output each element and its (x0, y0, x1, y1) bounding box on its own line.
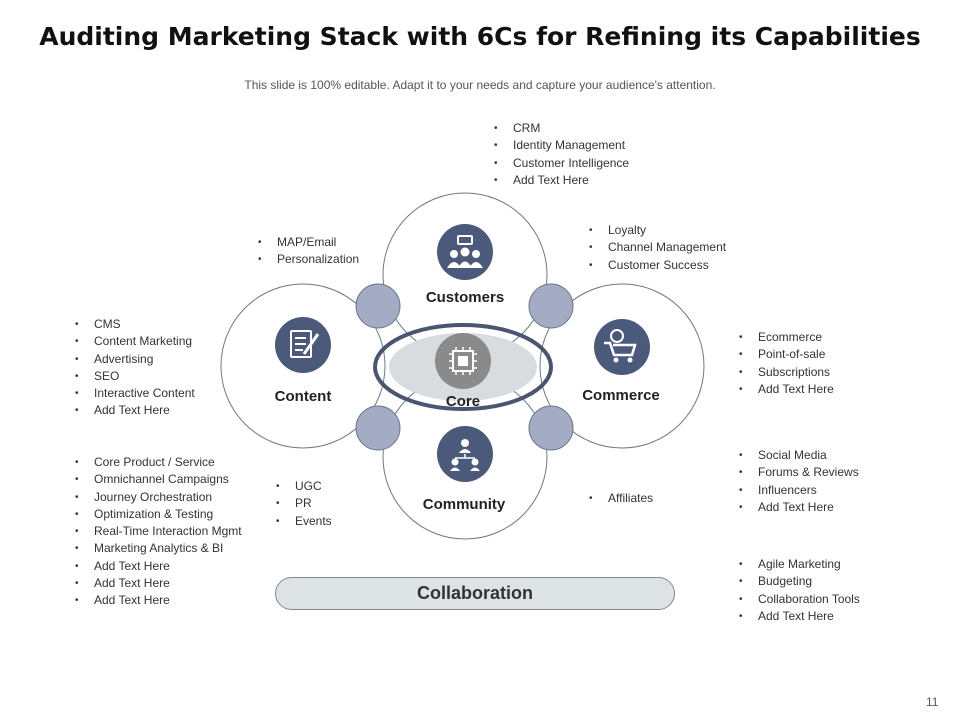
commerce-community-list: Affiliates (589, 490, 653, 508)
commerce-circle (539, 283, 705, 449)
customers-label: Customers (425, 289, 505, 306)
list-item: Affiliates (589, 490, 653, 508)
list-item: MAP/Email (258, 234, 359, 252)
list-item: Omnichannel Campaigns (75, 471, 242, 489)
list-item: Events (276, 513, 332, 531)
list-item: Journey Orchestration (75, 489, 242, 507)
list-item: Interactive Content (75, 385, 195, 403)
customers-commerce-list: LoyaltyChannel ManagementCustomer Succes… (589, 222, 726, 274)
list-item: Customer Intelligence (494, 155, 629, 173)
list-item: Marketing Analytics & BI (75, 540, 242, 558)
list-item: Forums & Reviews (739, 464, 859, 482)
list-item: SEO (75, 368, 195, 386)
list-item: PR (276, 495, 332, 513)
overlap-content-community (355, 405, 401, 451)
content-label: Content (274, 388, 332, 405)
list-item: Channel Management (589, 239, 726, 257)
community-label: Community (422, 496, 506, 513)
list-item: Add Text Here (739, 381, 834, 399)
list-item: Point-of-sale (739, 346, 834, 364)
list-item: Add Text Here (739, 608, 860, 626)
list-item: Optimization & Testing (75, 506, 242, 524)
list-item: Loyalty (589, 222, 726, 240)
list-item: CRM (494, 120, 629, 138)
core-list: Core Product / ServiceOmnichannel Campai… (75, 454, 242, 610)
list-item: Real-Time Interaction Mgmt (75, 523, 242, 541)
list-item: Add Text Here (739, 499, 859, 517)
list-item: Identity Management (494, 137, 629, 155)
overlap-customers-commerce (528, 283, 574, 329)
list-item: UGC (276, 478, 332, 496)
customers-content-list: MAP/EmailPersonalization (258, 234, 359, 269)
document-pen-icon (275, 317, 331, 373)
list-item: Add Text Here (75, 575, 242, 593)
list-item: Personalization (258, 251, 359, 269)
shopping-cart-icon (594, 319, 650, 375)
list-item: Add Text Here (75, 402, 195, 420)
list-item: Influencers (739, 482, 859, 500)
core-label: Core (445, 393, 481, 410)
content-circle (220, 283, 386, 449)
customers-top-list: CRMIdentity ManagementCustomer Intellige… (494, 120, 629, 189)
list-item: Ecommerce (739, 329, 834, 347)
slide-title: Auditing Marketing Stack with 6Cs for Re… (39, 22, 921, 51)
list-item: CMS (75, 316, 195, 334)
community-list: Social MediaForums & ReviewsInfluencersA… (739, 447, 859, 516)
overlap-customers-content (355, 283, 401, 329)
list-item: Customer Success (589, 257, 726, 275)
list-item: Content Marketing (75, 333, 195, 351)
list-item: Add Text Here (75, 592, 242, 610)
list-item: Collaboration Tools (739, 591, 860, 609)
list-item: Add Text Here (494, 172, 629, 190)
network-people-icon (437, 426, 493, 482)
list-item: Advertising (75, 351, 195, 369)
people-basket-icon (437, 224, 493, 280)
overlap-commerce-community (528, 405, 574, 451)
content-list: CMSContent MarketingAdvertisingSEOIntera… (75, 316, 195, 420)
content-community-list: UGCPREvents (276, 478, 332, 530)
list-item: Core Product / Service (75, 454, 242, 472)
slide-subtitle: This slide is 100% editable. Adapt it to… (244, 78, 716, 92)
chip-icon (435, 333, 491, 389)
collaboration-list: Agile MarketingBudgetingCollaboration To… (739, 556, 860, 625)
list-item: Add Text Here (75, 558, 242, 576)
list-item: Subscriptions (739, 364, 834, 382)
page-number: 11 (926, 695, 939, 709)
commerce-label: Commerce (582, 387, 660, 404)
list-item: Social Media (739, 447, 859, 465)
list-item: Agile Marketing (739, 556, 860, 574)
list-item: Budgeting (739, 573, 860, 591)
collaboration-bar: Collaboration (275, 577, 675, 610)
core-ring (373, 323, 553, 411)
commerce-list: EcommercePoint-of-saleSubscriptionsAdd T… (739, 329, 834, 398)
